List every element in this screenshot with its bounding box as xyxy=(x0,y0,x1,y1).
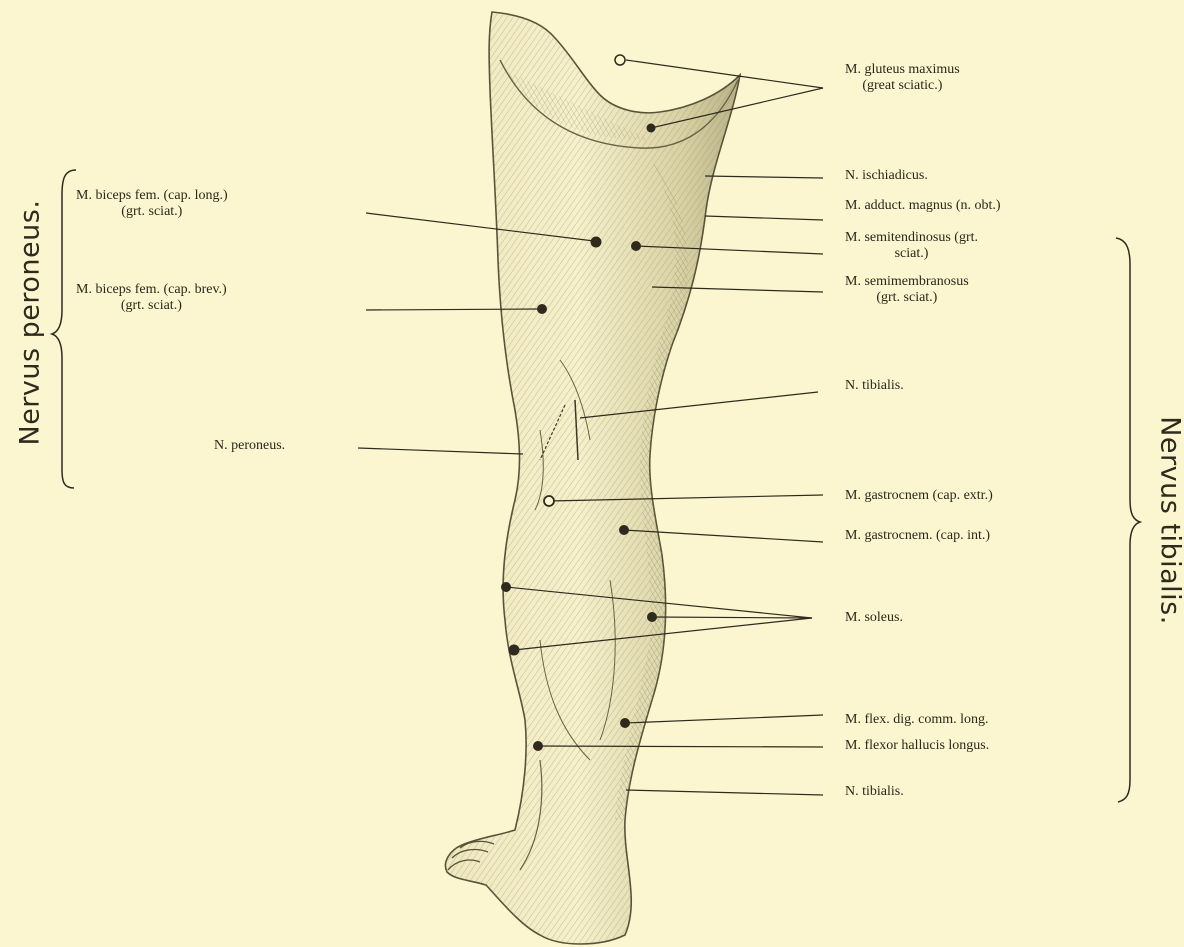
label-gluteus-line2: (great sciatic.) xyxy=(845,78,960,94)
label-flex-dig: M. flex. dig. comm. long. xyxy=(845,712,989,728)
label-gluteus-line1: M. gluteus maximus xyxy=(845,62,960,78)
label-semitendinosus-line2: sciat.) xyxy=(845,246,978,262)
point-biceps-brev xyxy=(537,304,547,314)
label-gastro-ext: M. gastrocnem (cap. extr.) xyxy=(845,488,993,504)
point-flex-dig xyxy=(620,718,630,728)
label-gluteus: M. gluteus maximus (great sciatic.) xyxy=(845,62,960,94)
label-semimembranosus-line2: (grt. sciat.) xyxy=(845,290,969,306)
point-gluteus-upper xyxy=(615,55,625,65)
group-title-tibialis: Nervus tibialis. xyxy=(1155,406,1184,636)
point-soleus-3 xyxy=(509,645,520,656)
point-gluteus-lower xyxy=(647,124,656,133)
label-adductor: M. adduct. magnus (n. obt.) xyxy=(845,198,1001,214)
brace-peroneus xyxy=(52,170,76,488)
label-biceps-brev-line1: M. biceps fem. (cap. brev.) xyxy=(76,282,227,298)
label-biceps-long-line2: (grt. sciat.) xyxy=(76,204,228,220)
label-ischiadicus: N. ischiadicus. xyxy=(845,168,928,184)
label-biceps-brev: M. biceps fem. (cap. brev.) (grt. sciat.… xyxy=(76,282,227,314)
label-semimembranosus: M. semimembranosus (grt. sciat.) xyxy=(845,274,969,306)
point-gastro-ext xyxy=(544,496,554,506)
leg-drawing xyxy=(445,12,740,944)
group-title-peroneus: Nervus peroneus. xyxy=(15,216,46,446)
label-semitendinosus-line1: M. semitendinosus (grt. xyxy=(845,230,978,246)
label-biceps-long-line1: M. biceps fem. (cap. long.) xyxy=(76,188,228,204)
label-biceps-long: M. biceps fem. (cap. long.) (grt. sciat.… xyxy=(76,188,228,220)
label-tibialis-upper: N. tibialis. xyxy=(845,378,904,394)
point-biceps-long xyxy=(591,237,602,248)
label-semitendinosus: M. semitendinosus (grt. sciat.) xyxy=(845,230,978,262)
point-semitendinosus xyxy=(631,241,641,251)
label-flex-hall: M. flexor hallucis longus. xyxy=(845,738,989,754)
label-soleus: M. soleus. xyxy=(845,610,903,626)
label-n-peroneus: N. peroneus. xyxy=(214,438,285,454)
point-soleus-1 xyxy=(501,582,511,592)
label-tibialis-lower: N. tibialis. xyxy=(845,784,904,800)
point-flex-hall xyxy=(533,741,543,751)
point-gastro-int xyxy=(619,525,629,535)
label-biceps-brev-line2: (grt. sciat.) xyxy=(76,298,227,314)
label-gastro-int: M. gastrocnem. (cap. int.) xyxy=(845,528,990,544)
point-soleus-2 xyxy=(647,612,657,622)
label-semimembranosus-line1: M. semimembranosus xyxy=(845,274,969,290)
brace-tibialis xyxy=(1116,238,1140,802)
